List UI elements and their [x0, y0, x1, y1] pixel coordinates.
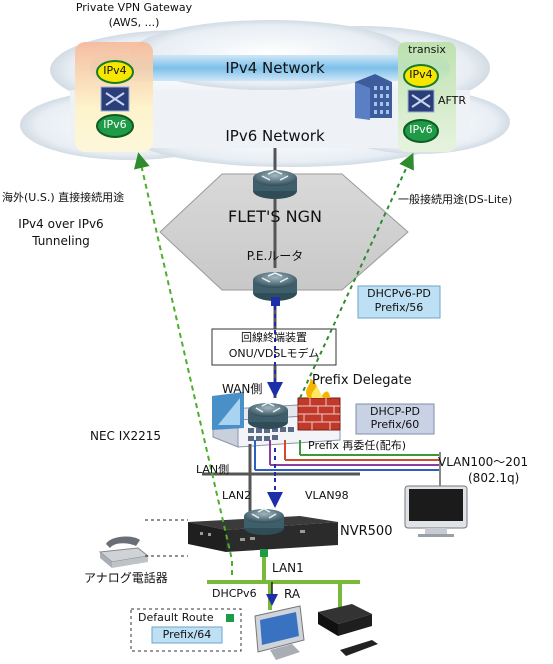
pe-port-marker: [271, 297, 280, 306]
ds-lite-path-arrow: [299, 152, 414, 399]
lan1-port-marker: [260, 549, 268, 557]
dhcp-pd-prefix: Prefix/60: [370, 418, 420, 431]
vlan-trunk-lines: [254, 440, 441, 488]
prefix-delegate-label: Prefix Delegate: [312, 373, 412, 388]
ipv4-band: [90, 55, 450, 81]
vpn-ipv6-badge: [96, 114, 134, 138]
vlan-range-label: VLAN100～201: [438, 455, 529, 469]
nvr500-label: NVR500: [340, 524, 393, 539]
pe-router-label: P.E.ルータ: [246, 249, 304, 263]
dhcpv6-pd-title: DHCPv6-PD: [367, 287, 431, 300]
transix-ipv6-label: IPv6: [409, 123, 433, 136]
prefix-redelegate-label: Prefix 再委任(配布): [308, 439, 407, 452]
vpn-gateway-subtitle: (AWS, ...): [108, 16, 160, 29]
lan2-label: LAN2: [222, 489, 252, 502]
aftr-label: AFTR: [438, 94, 467, 107]
transix-ipv4-label: IPv4: [409, 68, 433, 81]
imac-icon: [404, 485, 468, 537]
dhcpv6-pd-prefix: Prefix/56: [374, 301, 424, 314]
ds-lite-path-label: 一般接続用途(DS-Lite): [398, 193, 513, 206]
tunnel-path-arrow: [133, 152, 233, 575]
lan-side-label: LAN側: [196, 463, 230, 476]
apple-tv-icon: [318, 604, 378, 656]
prefix-64-box: [151, 626, 223, 644]
tunnel-label-line2: Tunneling: [32, 234, 90, 248]
pe-router-icon: [253, 272, 297, 301]
nec-ix2215-label: NEC IX2215: [90, 429, 162, 443]
wan-side-label: WAN側: [222, 382, 263, 396]
ix-router-icon: [248, 402, 288, 429]
dhcpv6-pd-box: [357, 285, 441, 319]
default-route-prefix: Prefix/64: [162, 628, 212, 641]
default-route-title: Default Route: [138, 611, 214, 624]
vpn-switch-icon: [100, 86, 130, 112]
datacenter-building-icon: [355, 74, 392, 120]
ipv6-network-label: IPv6 Network: [225, 127, 325, 145]
vpn-gateway-title: Private VPN Gateway: [75, 1, 193, 14]
ipv4-network-label: IPv4 Network: [225, 59, 325, 77]
vpn-ipv6-label: IPv6: [103, 118, 127, 131]
dhcpv6-label: DHCPv6: [212, 587, 257, 600]
overseas-path-label: 海外(U.S.) 直接接続用途: [2, 191, 125, 204]
vpn-ipv4-badge: [96, 60, 134, 84]
transix-ipv4-badge: [403, 64, 439, 88]
ra-label: RA: [284, 587, 301, 601]
ngn-core-router-icon: [253, 170, 297, 199]
analog-phone-label: アナログ電話器: [84, 571, 168, 585]
vlan98-label: VLAN98: [305, 489, 349, 502]
onu-label-line2: ONU/VDSLモデム: [228, 347, 320, 360]
vpn-ipv4-label: IPv4: [103, 64, 127, 77]
onu-label-line1: 回線終端装置: [241, 331, 307, 344]
analog-phone-icon: [98, 536, 150, 568]
monitor-icon: [254, 605, 305, 660]
transix-ipv6-badge: [403, 119, 439, 143]
lan1-label: LAN1: [272, 561, 304, 575]
ngn-hexagon: [159, 173, 409, 291]
dhcp-pd-box: [355, 403, 435, 435]
firewall-icon: [297, 378, 341, 431]
tunnel-label-line1: IPv4 over IPv6: [18, 217, 104, 231]
transix-title: transix: [408, 43, 446, 56]
ipv6-band: [90, 124, 450, 148]
dhcp-pd-title: DHCP-PD: [370, 405, 420, 418]
vlan-protocol-label: (802.1q): [468, 471, 520, 485]
ngn-title: FLET'S NGN: [228, 207, 322, 226]
default-route-box: [130, 608, 242, 652]
nvr-router-icon: [244, 508, 284, 535]
